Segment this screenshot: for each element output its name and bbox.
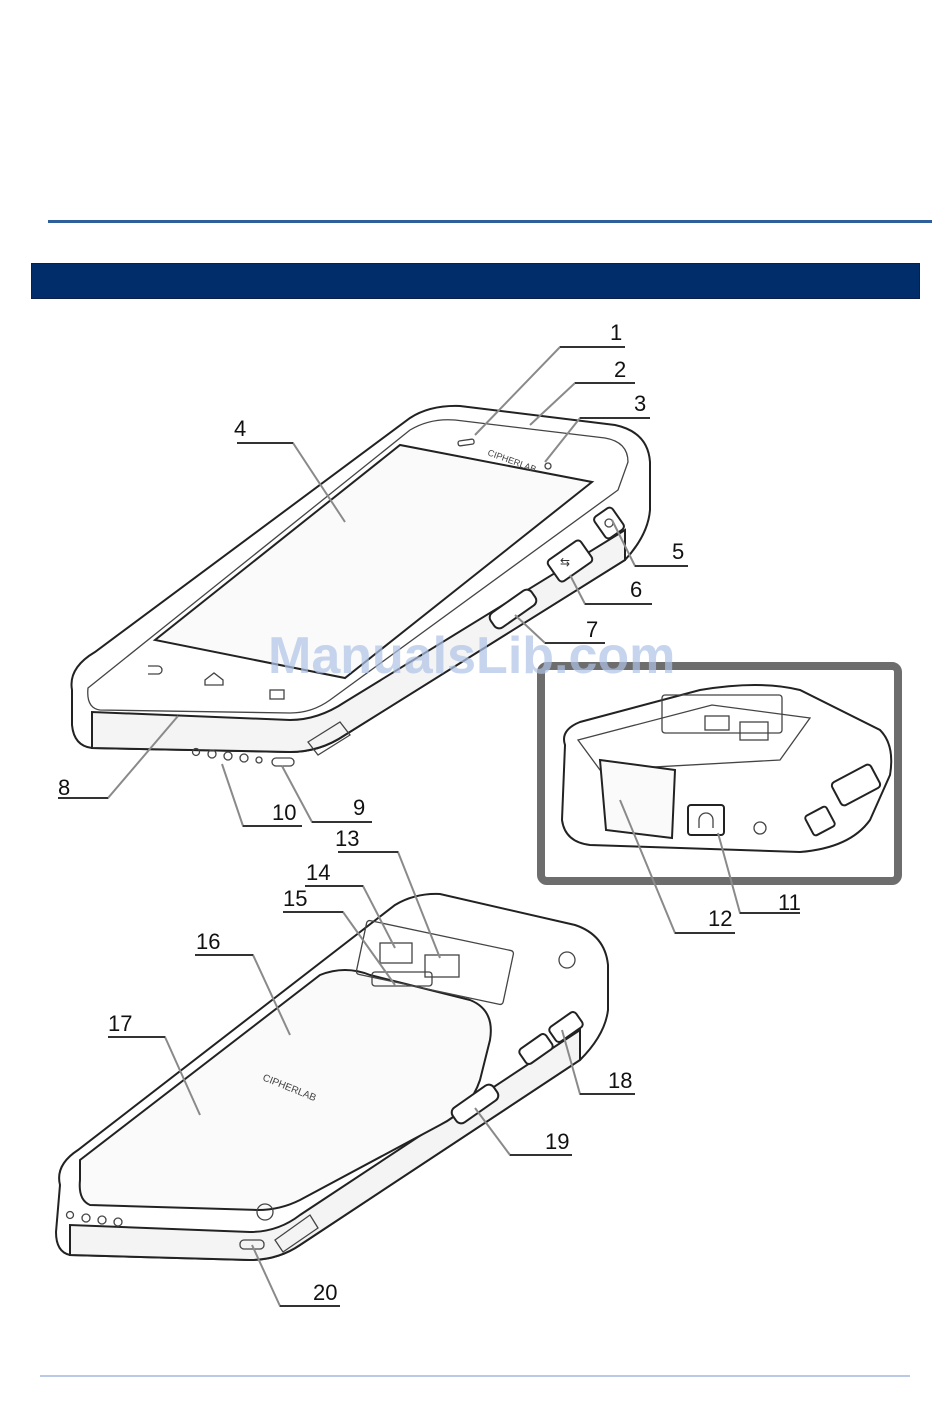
callout-2: 2 bbox=[614, 357, 626, 382]
callout-4: 4 bbox=[234, 416, 246, 441]
callout-19: 19 bbox=[545, 1129, 569, 1154]
callout-17: 17 bbox=[108, 1011, 132, 1036]
svg-text:⇆: ⇆ bbox=[560, 555, 570, 569]
callout-20: 20 bbox=[313, 1280, 337, 1305]
callout-18: 18 bbox=[608, 1068, 632, 1093]
callout-13: 13 bbox=[335, 826, 359, 851]
callout-8: 8 bbox=[58, 775, 70, 800]
callout-6: 6 bbox=[630, 577, 642, 602]
callout-12: 12 bbox=[708, 906, 732, 931]
callout-15: 15 bbox=[283, 886, 307, 911]
callout-14: 14 bbox=[306, 860, 330, 885]
callout-16: 16 bbox=[196, 929, 220, 954]
callout-5: 5 bbox=[672, 539, 684, 564]
callout-9: 9 bbox=[353, 795, 365, 820]
back-device: CIPHERLAB bbox=[56, 894, 608, 1260]
inset-detail bbox=[541, 666, 898, 881]
callout-10: 10 bbox=[272, 800, 296, 825]
callout-1: 1 bbox=[610, 320, 622, 345]
callout-7: 7 bbox=[586, 617, 598, 642]
watermark-text: ManualsLib.com bbox=[268, 627, 675, 685]
callout-11: 11 bbox=[778, 890, 801, 915]
callout-3: 3 bbox=[634, 391, 646, 416]
usb-icon: ⇆ bbox=[560, 555, 570, 569]
footer-rule bbox=[40, 1375, 910, 1377]
